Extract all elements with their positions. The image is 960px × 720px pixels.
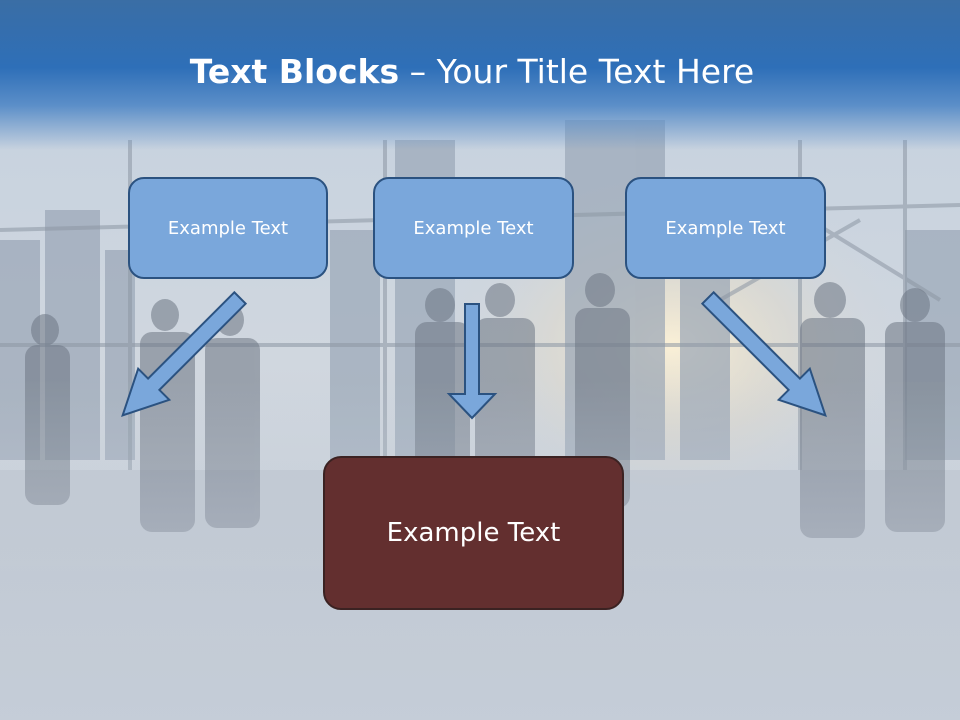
main-text-block-label: Example Text <box>386 518 561 548</box>
title-rest: Your Title Text Here <box>436 52 755 91</box>
text-block-3-label: Example Text <box>665 217 786 239</box>
text-block-2-label: Example Text <box>413 217 534 239</box>
text-block-3[interactable]: Example Text <box>625 177 826 279</box>
text-block-1[interactable]: Example Text <box>128 177 328 279</box>
text-block-1-label: Example Text <box>167 217 289 239</box>
text-block-2[interactable]: Example Text <box>373 177 574 279</box>
title-bar <box>0 0 960 150</box>
title-dash: – <box>399 52 437 91</box>
title-bold-part: Text Blocks <box>189 52 400 91</box>
slide-title: Text Blocks – Your Title Text Here <box>0 52 944 91</box>
main-text-block[interactable]: Example Text <box>323 456 624 610</box>
